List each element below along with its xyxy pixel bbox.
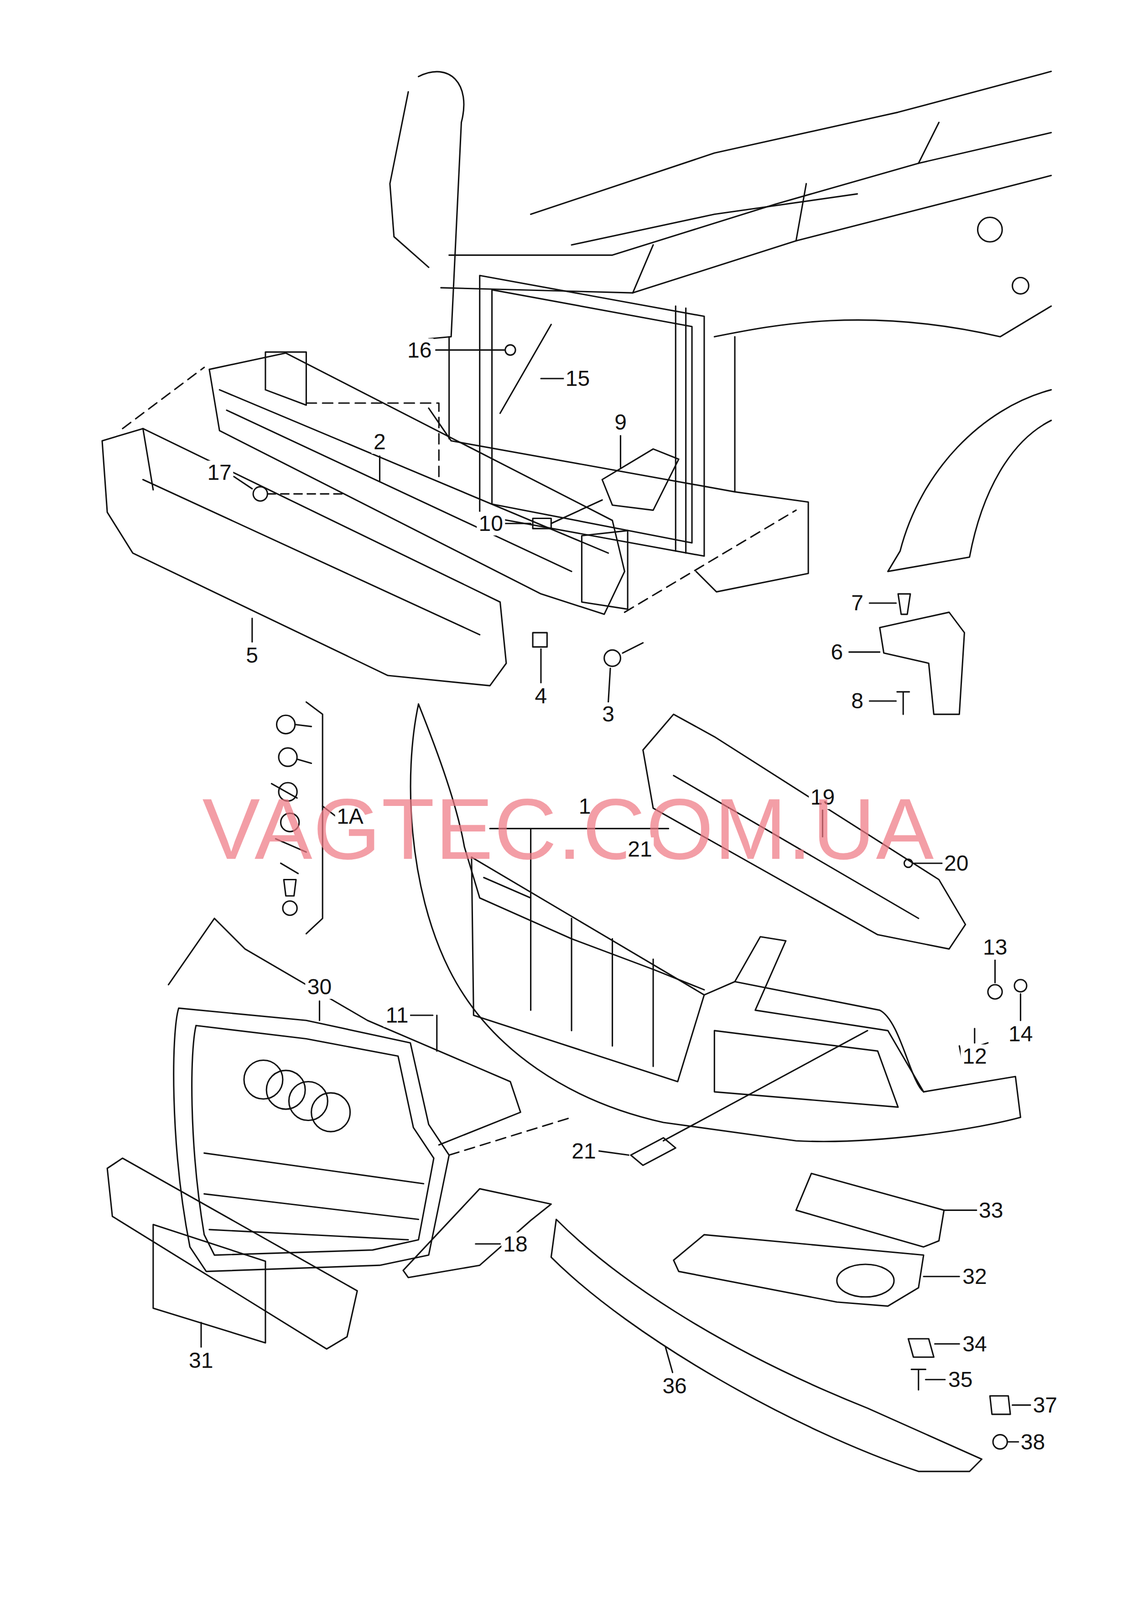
callout-number: 6	[829, 640, 846, 665]
callout-number: 33	[976, 1198, 1005, 1223]
callout-number: 10	[477, 511, 505, 536]
callout-number: 37	[1031, 1393, 1060, 1418]
callout-number: 3	[600, 702, 617, 727]
callout-number: 21	[569, 1139, 598, 1164]
callout-number: 30	[305, 975, 334, 999]
callout-number: 34	[960, 1332, 989, 1357]
callout-number: 17	[205, 460, 234, 485]
callout-number: 16	[405, 338, 434, 363]
callout-number: 15	[563, 366, 592, 391]
callout-number: 36	[660, 1374, 689, 1398]
callout-number: 8	[849, 689, 866, 713]
watermark: VAGTEC.COM.UA	[202, 785, 935, 873]
callout-number: 11	[384, 1003, 411, 1028]
callout-number: 38	[1018, 1430, 1047, 1455]
callout-number: 9	[612, 410, 629, 435]
callout-number: 21	[625, 837, 654, 862]
callout-number: 18	[501, 1232, 530, 1257]
callout-number: 31	[187, 1348, 215, 1373]
callout-number: 13	[981, 935, 1009, 960]
callout-number: 32	[960, 1264, 989, 1289]
callout-number: 7	[849, 591, 866, 615]
callout-number: 5	[244, 643, 260, 668]
callout-number: 14	[1006, 1022, 1035, 1046]
callout-number: 4	[533, 684, 550, 708]
callout-number: 12	[960, 1044, 989, 1069]
callout-number: 2	[371, 430, 388, 454]
callout-number: 35	[946, 1367, 975, 1392]
callout-number: 20	[942, 851, 971, 876]
